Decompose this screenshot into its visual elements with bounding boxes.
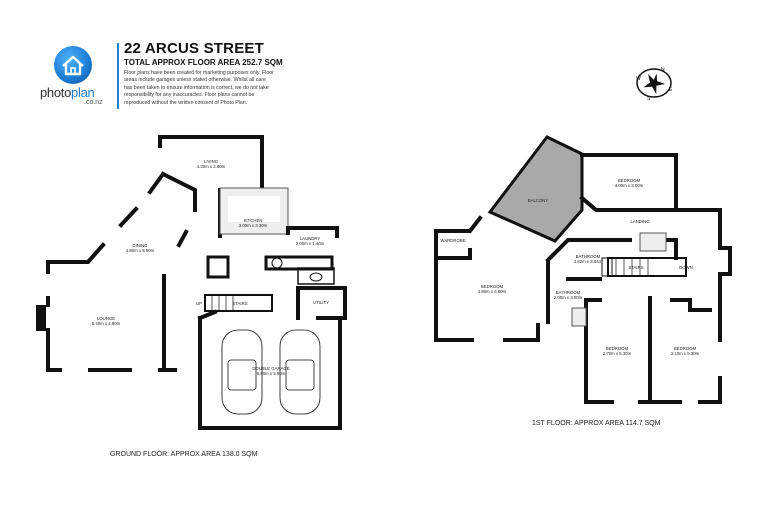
svg-text:BATHROOM: BATHROOM — [556, 290, 581, 295]
svg-text:5.40m x 4.90m: 5.40m x 4.90m — [92, 321, 121, 326]
svg-text:LANDING: LANDING — [630, 219, 650, 224]
svg-text:BEDROOM: BEDROOM — [674, 346, 697, 351]
svg-text:S: S — [647, 96, 651, 101]
svg-text:UTILITY: UTILITY — [313, 300, 329, 305]
svg-text:4.80m x 5.50m: 4.80m x 5.50m — [126, 248, 155, 253]
svg-text:UP: UP — [196, 301, 202, 306]
svg-text:4.80m x 6.80m: 4.80m x 6.80m — [478, 289, 507, 294]
total-area: TOTAL APPROX FLOOR AREA 252.7 SQM — [124, 58, 283, 67]
first-floor-caption: 1ST FLOOR: APPROX AREA 114.7 SQM — [532, 420, 661, 427]
compass-rose-icon: N W E S — [634, 65, 674, 106]
disclaimer-text: Floor plans have been created for market… — [124, 70, 274, 106]
svg-text:DINING: DINING — [132, 243, 148, 248]
ground-floor-caption: GROUND FLOOR: APPROX AREA 138.0 SQM — [110, 451, 258, 458]
svg-text:LIVING: LIVING — [204, 159, 219, 164]
house-icon — [54, 46, 92, 84]
svg-text:BEDROOM: BEDROOM — [481, 284, 504, 289]
svg-text:BEDROOM: BEDROOM — [618, 178, 641, 183]
svg-text:4.82m x 3.04m: 4.82m x 3.04m — [574, 259, 603, 264]
room-labels: LIVING 4.20m x 2.80m DINING 4.80m x 5.50… — [92, 159, 700, 376]
svg-text:W: W — [636, 76, 641, 82]
svg-text:4.20m x 2.80m: 4.20m x 2.80m — [197, 164, 226, 169]
svg-text:BALCONY: BALCONY — [528, 198, 549, 203]
svg-text:STAIRS: STAIRS — [628, 265, 643, 270]
svg-text:2.00m x 3.00m: 2.00m x 3.00m — [554, 295, 583, 300]
svg-text:BEDROOM: BEDROOM — [606, 346, 629, 351]
svg-text:STAIRS: STAIRS — [232, 301, 247, 306]
svg-text:4.00m x 3.00m: 4.00m x 3.00m — [615, 183, 644, 188]
balcony-area — [487, 135, 584, 243]
svg-text:BATHROOM: BATHROOM — [576, 254, 601, 259]
svg-text:LOUNGE: LOUNGE — [97, 316, 115, 321]
ground-floor-plan — [36, 135, 347, 430]
svg-text:LAUNDRY: LAUNDRY — [300, 236, 321, 241]
svg-text:E: E — [669, 87, 673, 93]
photoplan-logo: photoplan .co.nz — [40, 46, 110, 106]
svg-text:WARDROBE: WARDROBE — [440, 238, 465, 243]
svg-text:2.70m x 5.30m: 2.70m x 5.30m — [603, 351, 632, 356]
first-floor-plan — [434, 135, 732, 404]
page-title: 22 ARCUS STREET — [124, 40, 264, 57]
brand-domain: .co.nz — [84, 99, 103, 106]
svg-text:N: N — [661, 67, 665, 73]
svg-text:KITCHEN: KITCHEN — [244, 218, 263, 223]
svg-text:DOWN: DOWN — [679, 265, 693, 270]
brand-name: photoplan — [40, 85, 95, 100]
svg-text:3.00m x 3.30m: 3.00m x 3.30m — [239, 223, 268, 228]
svg-text:DOUBLE GARAGE: DOUBLE GARAGE — [252, 366, 289, 371]
svg-text:3.10m x 5.30m: 3.10m x 5.30m — [671, 351, 700, 356]
svg-text:2.00m x 1.40m: 2.00m x 1.40m — [296, 241, 325, 246]
svg-text:6.80m x 5.90m: 6.80m x 5.90m — [257, 371, 286, 376]
header-divider — [117, 43, 119, 109]
